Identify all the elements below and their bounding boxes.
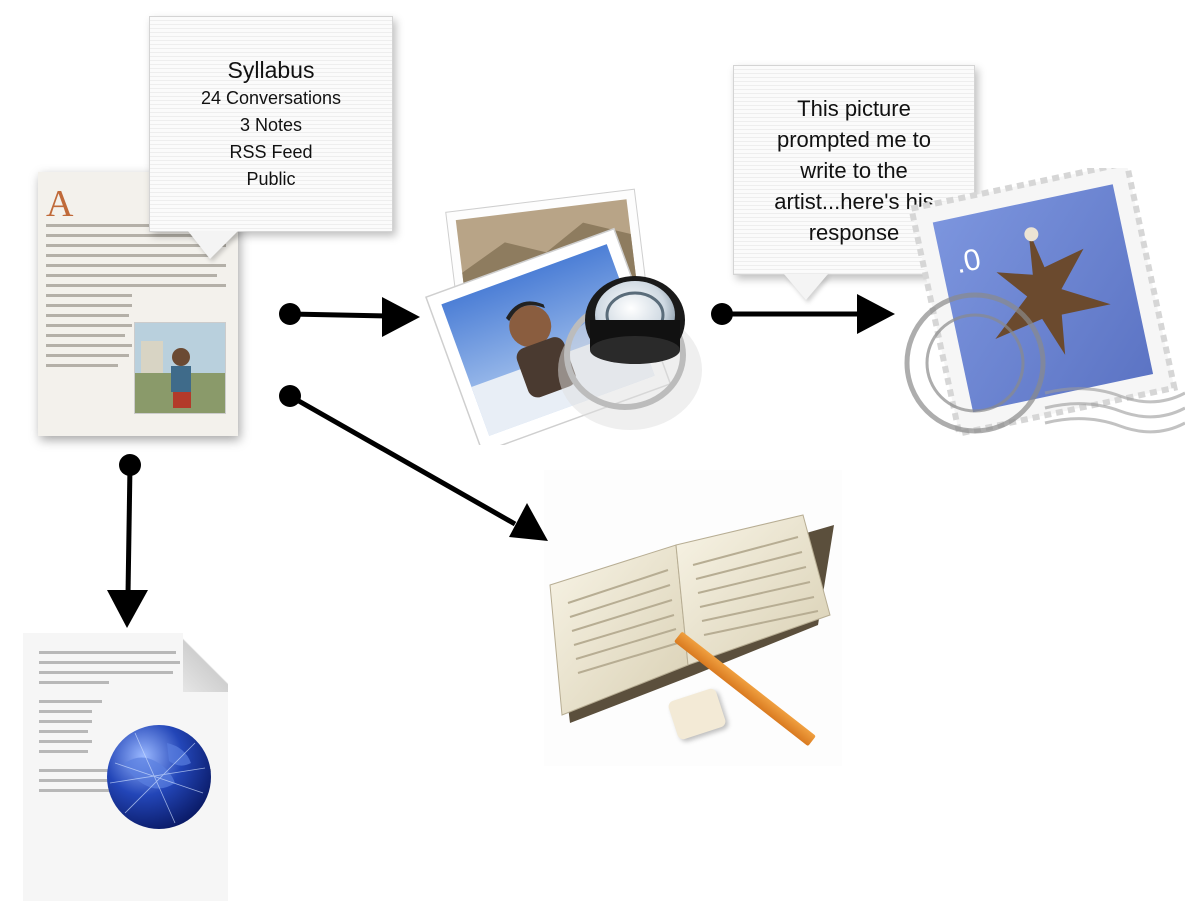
note-line: response [808,219,900,245]
drop-cap-letter: A [46,183,74,225]
document-photo [134,322,226,414]
picture-note-speech-bubble: This picture prompted me to write to the… [733,65,975,300]
note-line: write to the [800,157,908,183]
mail-stamp-eagle-icon: .0 [904,168,1185,438]
open-book-pencil-icon [549,514,834,723]
bubble-tail [188,231,238,259]
syllabus-speech-bubble: Syllabus 24 Conversations 3 Notes RSS Fe… [149,16,393,259]
syllabus-line: 3 Notes [239,115,303,135]
note-line: prompted me to [776,126,932,152]
document-text-lines [46,224,226,374]
photo-loupe-icon [425,188,702,445]
note-line: This picture [797,95,911,121]
globe-icon [107,725,211,829]
syllabus-line: Public [246,169,296,189]
page-fold-corner [183,633,228,692]
syllabus-title: Syllabus [227,57,315,83]
syllabus-line: RSS Feed [229,142,313,162]
note-line: artist...here's his [774,188,934,214]
syllabus-line: 24 Conversations [200,88,342,108]
arrow-document-to-web [107,454,148,628]
arrow-document-to-dictionary [279,385,548,541]
arrow-photo-to-mail [711,294,895,334]
arrow-document-to-photo [279,297,420,337]
bubble-tail [784,274,828,300]
